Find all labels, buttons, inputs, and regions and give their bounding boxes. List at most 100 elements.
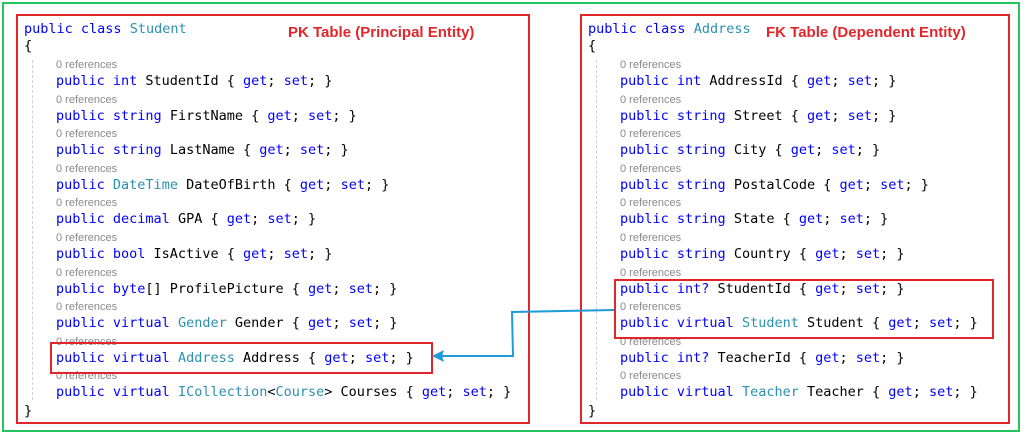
property-line: public string State { get; set; } bbox=[620, 210, 888, 228]
property-modifiers: public virtual bbox=[56, 384, 170, 401]
property-accessors: { get; set; } bbox=[210, 211, 317, 228]
property-modifiers: public int? bbox=[620, 280, 710, 297]
property-line: public string Country { get; set; } bbox=[620, 245, 905, 263]
property-accessors: { get; set; } bbox=[291, 280, 398, 297]
property-name: IsActive bbox=[153, 246, 219, 262]
property-name: State bbox=[733, 211, 775, 228]
references-codelens[interactable]: 0 references bbox=[620, 93, 682, 106]
class-declaration: public class Address bbox=[588, 20, 751, 38]
property-name: Student bbox=[806, 315, 864, 332]
property-name: Teacher bbox=[806, 384, 864, 401]
property-name: StudentId bbox=[717, 280, 791, 297]
property-accessors: { get; set; } bbox=[798, 246, 905, 262]
close-brace: } bbox=[588, 403, 597, 419]
property-modifiers: public string bbox=[620, 107, 726, 124]
property-modifiers: public int bbox=[56, 73, 138, 89]
property-accessors: { get; set; } bbox=[872, 384, 978, 401]
property-name: TeacherId bbox=[717, 349, 791, 366]
references-codelens[interactable]: 0 references bbox=[620, 266, 682, 279]
references-codelens[interactable]: 0 references bbox=[56, 266, 118, 279]
property-line: public string PostalCode { get; set; } bbox=[620, 176, 929, 194]
property-accessors: { get; set; } bbox=[291, 315, 398, 332]
property-modifiers: public virtual bbox=[56, 315, 170, 332]
references-codelens[interactable]: 0 references bbox=[56, 232, 118, 244]
property-type: Address bbox=[177, 349, 235, 366]
property-accessors: { get; set; } bbox=[242, 142, 349, 159]
property-accessors: { get; set; } bbox=[790, 73, 897, 89]
references-codelens[interactable]: 0 references bbox=[56, 93, 118, 106]
property-modifiers: public int bbox=[620, 73, 702, 89]
references-codelens[interactable]: 0 references bbox=[620, 59, 682, 71]
property-accessors: { get; set; } bbox=[790, 107, 897, 124]
address-class-panel: public class Address FK Table (Dependent… bbox=[580, 14, 1010, 424]
property-accessors: { get; set; } bbox=[774, 142, 881, 159]
property-modifiers: public bbox=[56, 176, 105, 193]
property-accessors: { get; set; } bbox=[872, 315, 978, 332]
property-line: public virtual Student Student { get; se… bbox=[620, 314, 978, 332]
property-accessors: { get; set; } bbox=[308, 349, 414, 366]
open-brace: { bbox=[24, 38, 33, 54]
property-type: Teacher bbox=[741, 384, 799, 401]
property-accessors: { get; set; } bbox=[226, 246, 333, 262]
references-codelens[interactable]: 0 references bbox=[56, 59, 118, 71]
close-brace: } bbox=[24, 403, 33, 419]
property-modifiers: public decimal bbox=[56, 211, 170, 228]
generic-type: Course bbox=[275, 384, 325, 401]
property-modifiers: public string bbox=[620, 176, 726, 193]
property-name: DateOfBirth bbox=[186, 176, 276, 193]
property-line: public DateTime DateOfBirth { get; set; … bbox=[56, 176, 389, 194]
property-modifiers: public string bbox=[620, 211, 726, 228]
property-type: DateTime bbox=[112, 176, 178, 193]
references-codelens[interactable]: 0 references bbox=[620, 128, 682, 141]
references-codelens[interactable]: 0 references bbox=[620, 197, 682, 210]
references-codelens[interactable]: 0 references bbox=[56, 162, 118, 175]
property-modifiers: public virtual bbox=[620, 315, 734, 332]
property-line: public virtual Gender Gender { get; set;… bbox=[56, 314, 397, 332]
references-codelens[interactable]: 0 references bbox=[620, 232, 682, 244]
references-codelens[interactable]: 0 references bbox=[56, 301, 118, 314]
references-codelens[interactable]: 0 references bbox=[56, 197, 118, 210]
references-codelens[interactable]: 0 references bbox=[620, 370, 682, 383]
property-line: public virtual Address Address { get; se… bbox=[56, 349, 414, 367]
relationship-connector-line bbox=[440, 309, 615, 357]
class-keyword: public class bbox=[24, 21, 122, 37]
property-name: StudentId bbox=[145, 73, 219, 89]
references-codelens[interactable]: 0 references bbox=[620, 301, 682, 314]
property-modifiers: public virtual bbox=[56, 349, 170, 366]
property-type: Student bbox=[741, 315, 799, 332]
property-line: public string FirstName { get; set; } bbox=[56, 107, 357, 125]
property-name: Street bbox=[733, 107, 783, 124]
property-name: PostalCode bbox=[733, 176, 816, 193]
property-modifiers: public string bbox=[56, 107, 162, 124]
property-accessors: { get; set; } bbox=[798, 349, 905, 366]
property-name: Address bbox=[242, 349, 300, 366]
property-accessors: { get; set; } bbox=[251, 107, 357, 124]
property-modifiers: public bool bbox=[56, 246, 146, 262]
class-name: Address bbox=[693, 21, 751, 37]
property-modifiers: public string bbox=[56, 142, 162, 159]
address-navigation-highlight bbox=[50, 342, 433, 374]
property-modifiers: public virtual bbox=[620, 384, 734, 401]
property-accessors: { get; set; } bbox=[405, 384, 512, 401]
property-name: LastName bbox=[169, 142, 235, 159]
panel-title: PK Table (Principal Entity) bbox=[288, 24, 475, 41]
property-accessors: { get; set; } bbox=[798, 280, 905, 297]
property-name: Country bbox=[733, 246, 791, 262]
property-line: public decimal GPA { get; set; } bbox=[56, 210, 316, 228]
references-codelens[interactable]: 0 references bbox=[56, 128, 118, 141]
class-declaration: public class Student bbox=[24, 20, 187, 38]
property-name: City bbox=[733, 142, 767, 159]
references-codelens[interactable]: 0 references bbox=[56, 335, 118, 348]
property-line: public bool IsActive { get; set; } bbox=[56, 245, 332, 263]
generic-open: < bbox=[267, 384, 276, 401]
property-line: public string LastName { get; set; } bbox=[56, 141, 349, 159]
class-name: Student bbox=[129, 21, 187, 37]
property-modifiers: public byte bbox=[56, 280, 146, 297]
generic-close: > bbox=[324, 384, 333, 401]
property-name: [] ProfilePicture bbox=[145, 280, 284, 297]
property-type: Gender bbox=[177, 315, 227, 332]
property-line: public int StudentId { get; set; } bbox=[56, 72, 332, 90]
references-codelens[interactable]: 0 references bbox=[620, 162, 682, 175]
indent-guide bbox=[32, 60, 33, 400]
